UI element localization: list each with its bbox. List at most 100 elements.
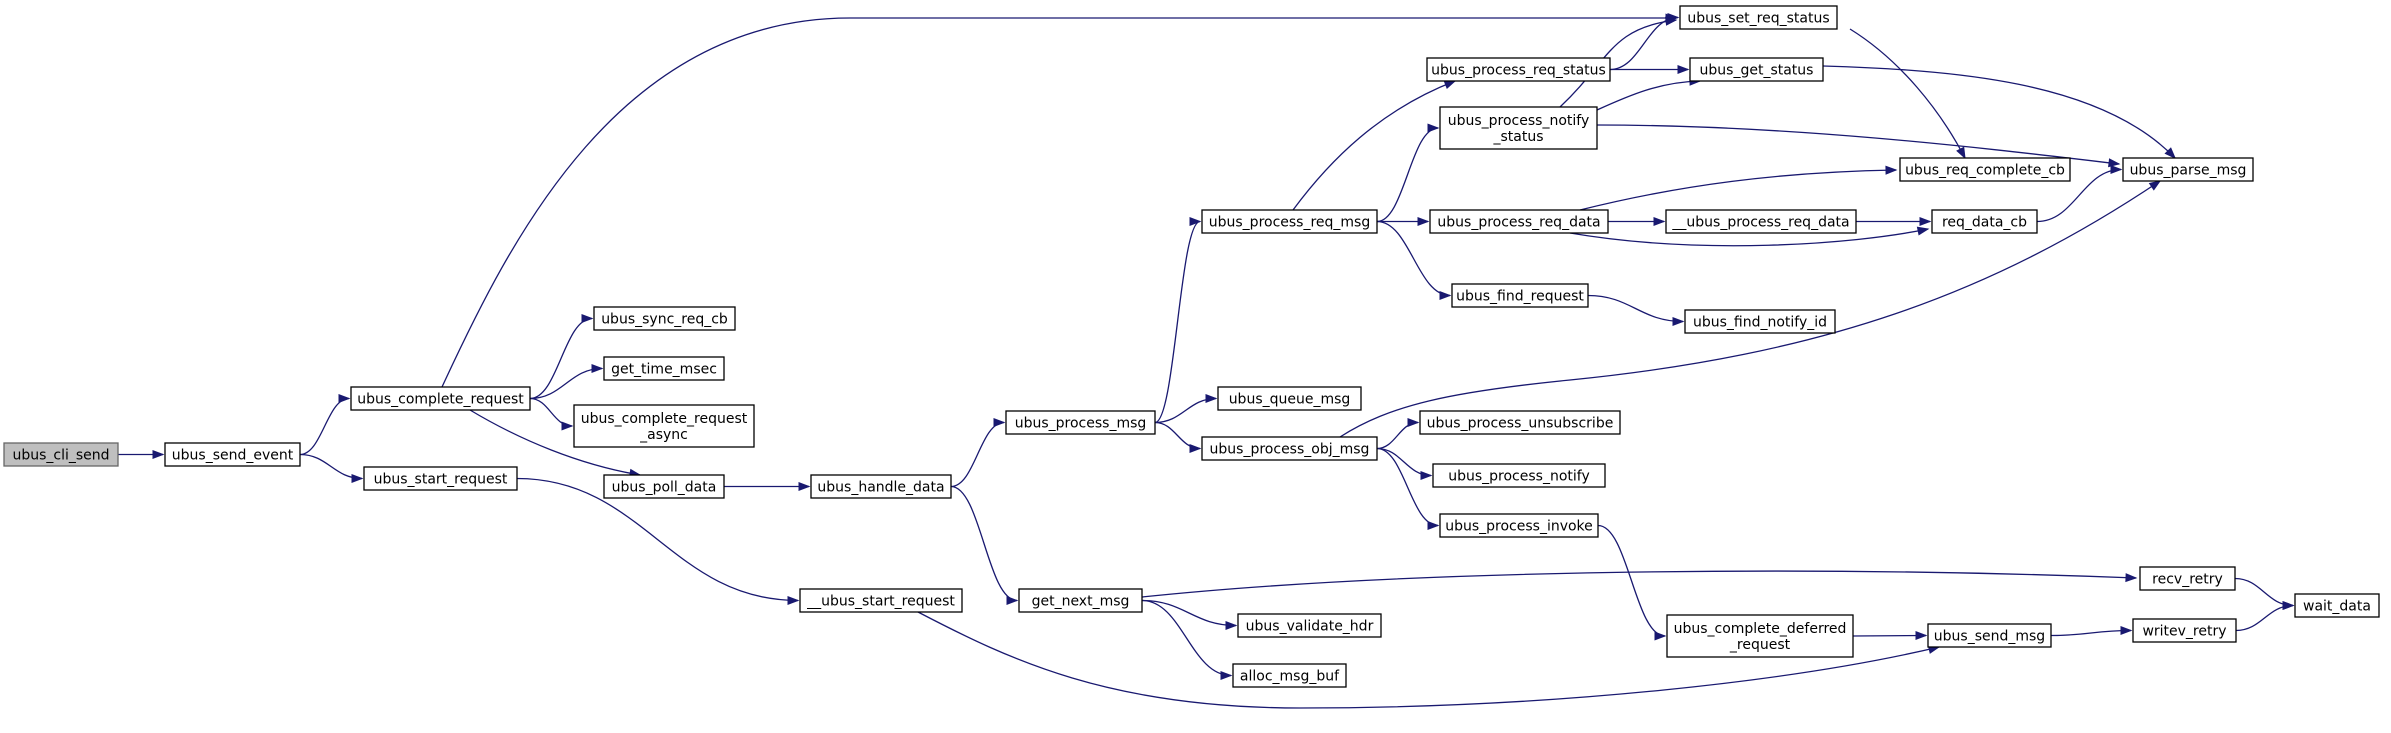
edge-ubus-handle-data-to-ubus-process-msg <box>950 417 1006 488</box>
node-ubus-process-req-status[interactable]: ubus_process_req_status <box>1426 57 1611 82</box>
node-ubus-complete-request[interactable]: ubus_complete_request <box>350 386 531 411</box>
node-ubus-process-msg[interactable]: ubus_process_msg <box>1005 410 1156 435</box>
node-box-wait-data[interactable] <box>2294 593 2380 618</box>
node-ubus-start-request[interactable]: __ubus_start_request <box>799 588 963 613</box>
node-box-ubus-validate-hdr[interactable] <box>1237 613 1382 638</box>
node-label-ubus-poll-data: ubus_poll_data <box>612 480 717 496</box>
node-box-ubus-process-req-data[interactable] <box>1665 209 1857 234</box>
node-box-ubus-process-notify-status[interactable] <box>1439 106 1598 150</box>
node-box-ubus-process-req-status[interactable] <box>1426 57 1611 82</box>
edge-ubus-process-req-msg-to-ubus-process-req-status-line <box>1292 80 1456 211</box>
node-ubus-parse-msg[interactable]: ubus_parse_msg <box>2122 157 2254 182</box>
node-box-ubus-process-req-msg[interactable] <box>1201 209 1378 234</box>
node-get-next-msg[interactable]: get_next_msg <box>1018 588 1143 613</box>
node-box-ubus-start-request[interactable] <box>799 588 963 613</box>
node-ubus-poll-data[interactable]: ubus_poll_data <box>603 474 725 499</box>
node-ubus-validate-hdr[interactable]: ubus_validate_hdr <box>1237 613 1382 638</box>
node-ubus-find-request[interactable]: ubus_find_request <box>1451 283 1589 308</box>
node-box-get-next-msg[interactable] <box>1018 588 1143 613</box>
node-ubus-process-notify[interactable]: ubus_process_notify <box>1432 463 1606 488</box>
edge-get-next-msg-to-alloc-msg-buf-arrowhead <box>1220 670 1233 681</box>
edge-writev-retry-to-wait-data <box>2235 600 2295 632</box>
node-ubus-find-notify-id[interactable]: ubus_find_notify_id <box>1684 309 1836 334</box>
node-box-ubus-parse-msg[interactable] <box>2122 157 2254 182</box>
node-ubus-process-unsubscribe[interactable]: ubus_process_unsubscribe <box>1419 410 1621 435</box>
edge-ubus-process-req-status-to-ubus-set-req-status-line <box>1609 16 1679 71</box>
edge-ubus-process-req-data-to-ubus-process-req-data <box>1608 216 1666 227</box>
node-ubus-send-msg[interactable]: ubus_send_msg <box>1927 623 2052 648</box>
node-ubus-send-event[interactable]: ubus_send_event <box>164 442 301 467</box>
node-ubus-process-req-data[interactable]: ubus_process_req_data <box>1429 209 1609 234</box>
node-box-ubus-process-obj-msg[interactable] <box>1201 436 1378 461</box>
node-box-ubus-poll-data[interactable] <box>603 474 725 499</box>
node-ubus-process-req-data[interactable]: __ubus_process_req_data <box>1665 209 1857 234</box>
edge-ubus-process-obj-msg-to-ubus-process-invoke <box>1376 447 1440 531</box>
node-label-ubus-complete-deferred-request-line1: ubus_complete_deferred <box>1674 621 1847 637</box>
node-ubus-start-request[interactable]: ubus_start_request <box>363 466 518 491</box>
node-ubus-req-complete-cb[interactable]: ubus_req_complete_cb <box>1899 157 2071 182</box>
node-box-ubus-send-event[interactable] <box>164 442 301 467</box>
node-label-ubus-find-notify-id: ubus_find_notify_id <box>1693 315 1827 331</box>
edge-ubus-process-req-msg-to-ubus-process-req-data <box>1377 216 1430 227</box>
node-label-ubus-get-status: ubus_get_status <box>1700 63 1814 79</box>
node-box-req-data-cb[interactable] <box>1931 209 2038 234</box>
node-box-ubus-send-msg[interactable] <box>1927 623 2052 648</box>
node-box-get-time-msec[interactable] <box>603 356 725 381</box>
edge-ubus-process-req-msg-to-ubus-process-notify-status <box>1376 123 1440 223</box>
node-box-alloc-msg-buf[interactable] <box>1232 663 1347 688</box>
node-box-ubus-complete-request[interactable] <box>350 386 531 411</box>
edge-ubus-process-req-data-to-req-data-cb-arrowhead <box>1919 216 1932 227</box>
node-box-ubus-process-invoke[interactable] <box>1439 513 1599 538</box>
edge-ubus-process-req-data-to-ubus-process-req-data-arrowhead <box>1653 216 1666 227</box>
node-ubus-set-req-status[interactable]: ubus_set_req_status <box>1679 5 1838 30</box>
node-writev-retry[interactable]: writev_retry <box>2132 618 2237 643</box>
node-ubus-handle-data[interactable]: ubus_handle_data <box>810 474 952 499</box>
node-box-writev-retry[interactable] <box>2132 618 2237 643</box>
node-box-ubus-process-unsubscribe[interactable] <box>1419 410 1621 435</box>
node-label-ubus-validate-hdr: ubus_validate_hdr <box>1246 619 1374 635</box>
node-box-recv-retry[interactable] <box>2139 566 2236 591</box>
node-ubus-cli-send[interactable]: ubus_cli_send <box>3 442 119 467</box>
node-get-time-msec[interactable]: get_time_msec <box>603 356 725 381</box>
node-ubus-complete-request-async[interactable]: ubus_complete_request_async <box>573 404 755 448</box>
edge-ubus-complete-request-to-ubus-complete-request-async-arrowhead <box>561 421 574 431</box>
node-ubus-get-status[interactable]: ubus_get_status <box>1689 57 1824 82</box>
node-box-ubus-find-notify-id[interactable] <box>1684 309 1836 334</box>
edge-ubus-complete-request-to-ubus-poll-data-line <box>469 409 641 476</box>
node-box-ubus-queue-msg[interactable] <box>1217 386 1362 411</box>
node-wait-data[interactable]: wait_data <box>2294 593 2380 618</box>
node-box-ubus-req-complete-cb[interactable] <box>1899 157 2071 182</box>
node-box-ubus-set-req-status[interactable] <box>1679 5 1838 30</box>
node-label-req-data-cb: req_data_cb <box>1942 215 2027 231</box>
edge-ubus-process-obj-msg-to-ubus-process-notify-line <box>1376 447 1432 477</box>
edge-ubus-process-req-data-to-req-data-cb <box>1569 226 1930 247</box>
edge-ubus-process-obj-msg-to-ubus-parse-msg-arrowhead <box>2148 180 2162 191</box>
node-box-ubus-find-request[interactable] <box>1451 283 1589 308</box>
edge-ubus-complete-deferred-request-to-ubus-send-msg-line <box>1852 634 1927 637</box>
node-ubus-sync-req-cb[interactable]: ubus_sync_req_cb <box>593 306 736 331</box>
node-label-ubus-complete-request-async-line1: ubus_complete_request <box>581 411 748 427</box>
node-box-ubus-complete-request-async[interactable] <box>573 404 755 448</box>
node-box-ubus-handle-data[interactable] <box>810 474 952 499</box>
node-recv-retry[interactable]: recv_retry <box>2139 566 2236 591</box>
node-alloc-msg-buf[interactable]: alloc_msg_buf <box>1232 663 1347 688</box>
edge-ubus-complete-request-to-ubus-sync-req-cb <box>529 313 594 400</box>
edge-ubus-process-invoke-to-ubus-complete-deferred-request <box>1597 524 1667 641</box>
node-box-ubus-process-req-data[interactable] <box>1429 209 1609 234</box>
node-box-ubus-sync-req-cb[interactable] <box>593 306 736 331</box>
node-box-ubus-process-msg[interactable] <box>1005 410 1156 435</box>
node-ubus-queue-msg[interactable]: ubus_queue_msg <box>1217 386 1362 411</box>
node-label-ubus-process-obj-msg: ubus_process_obj_msg <box>1210 442 1370 458</box>
node-ubus-process-notify-status[interactable]: ubus_process_notify_status <box>1439 106 1598 150</box>
node-req-data-cb[interactable]: req_data_cb <box>1931 209 2038 234</box>
node-box-ubus-get-status[interactable] <box>1689 57 1824 82</box>
node-box-ubus-start-request[interactable] <box>363 466 518 491</box>
node-ubus-complete-deferred-request[interactable]: ubus_complete_deferred_request <box>1666 614 1854 658</box>
node-box-ubus-process-notify[interactable] <box>1432 463 1606 488</box>
edge-ubus-complete-request-to-get-time-msec-arrowhead <box>591 363 604 374</box>
node-box-ubus-complete-deferred-request[interactable] <box>1666 614 1854 658</box>
node-ubus-process-invoke[interactable]: ubus_process_invoke <box>1439 513 1599 538</box>
node-box-ubus-cli-send[interactable] <box>3 442 119 467</box>
node-ubus-process-req-msg[interactable]: ubus_process_req_msg <box>1201 209 1378 234</box>
node-ubus-process-obj-msg[interactable]: ubus_process_obj_msg <box>1201 436 1378 461</box>
